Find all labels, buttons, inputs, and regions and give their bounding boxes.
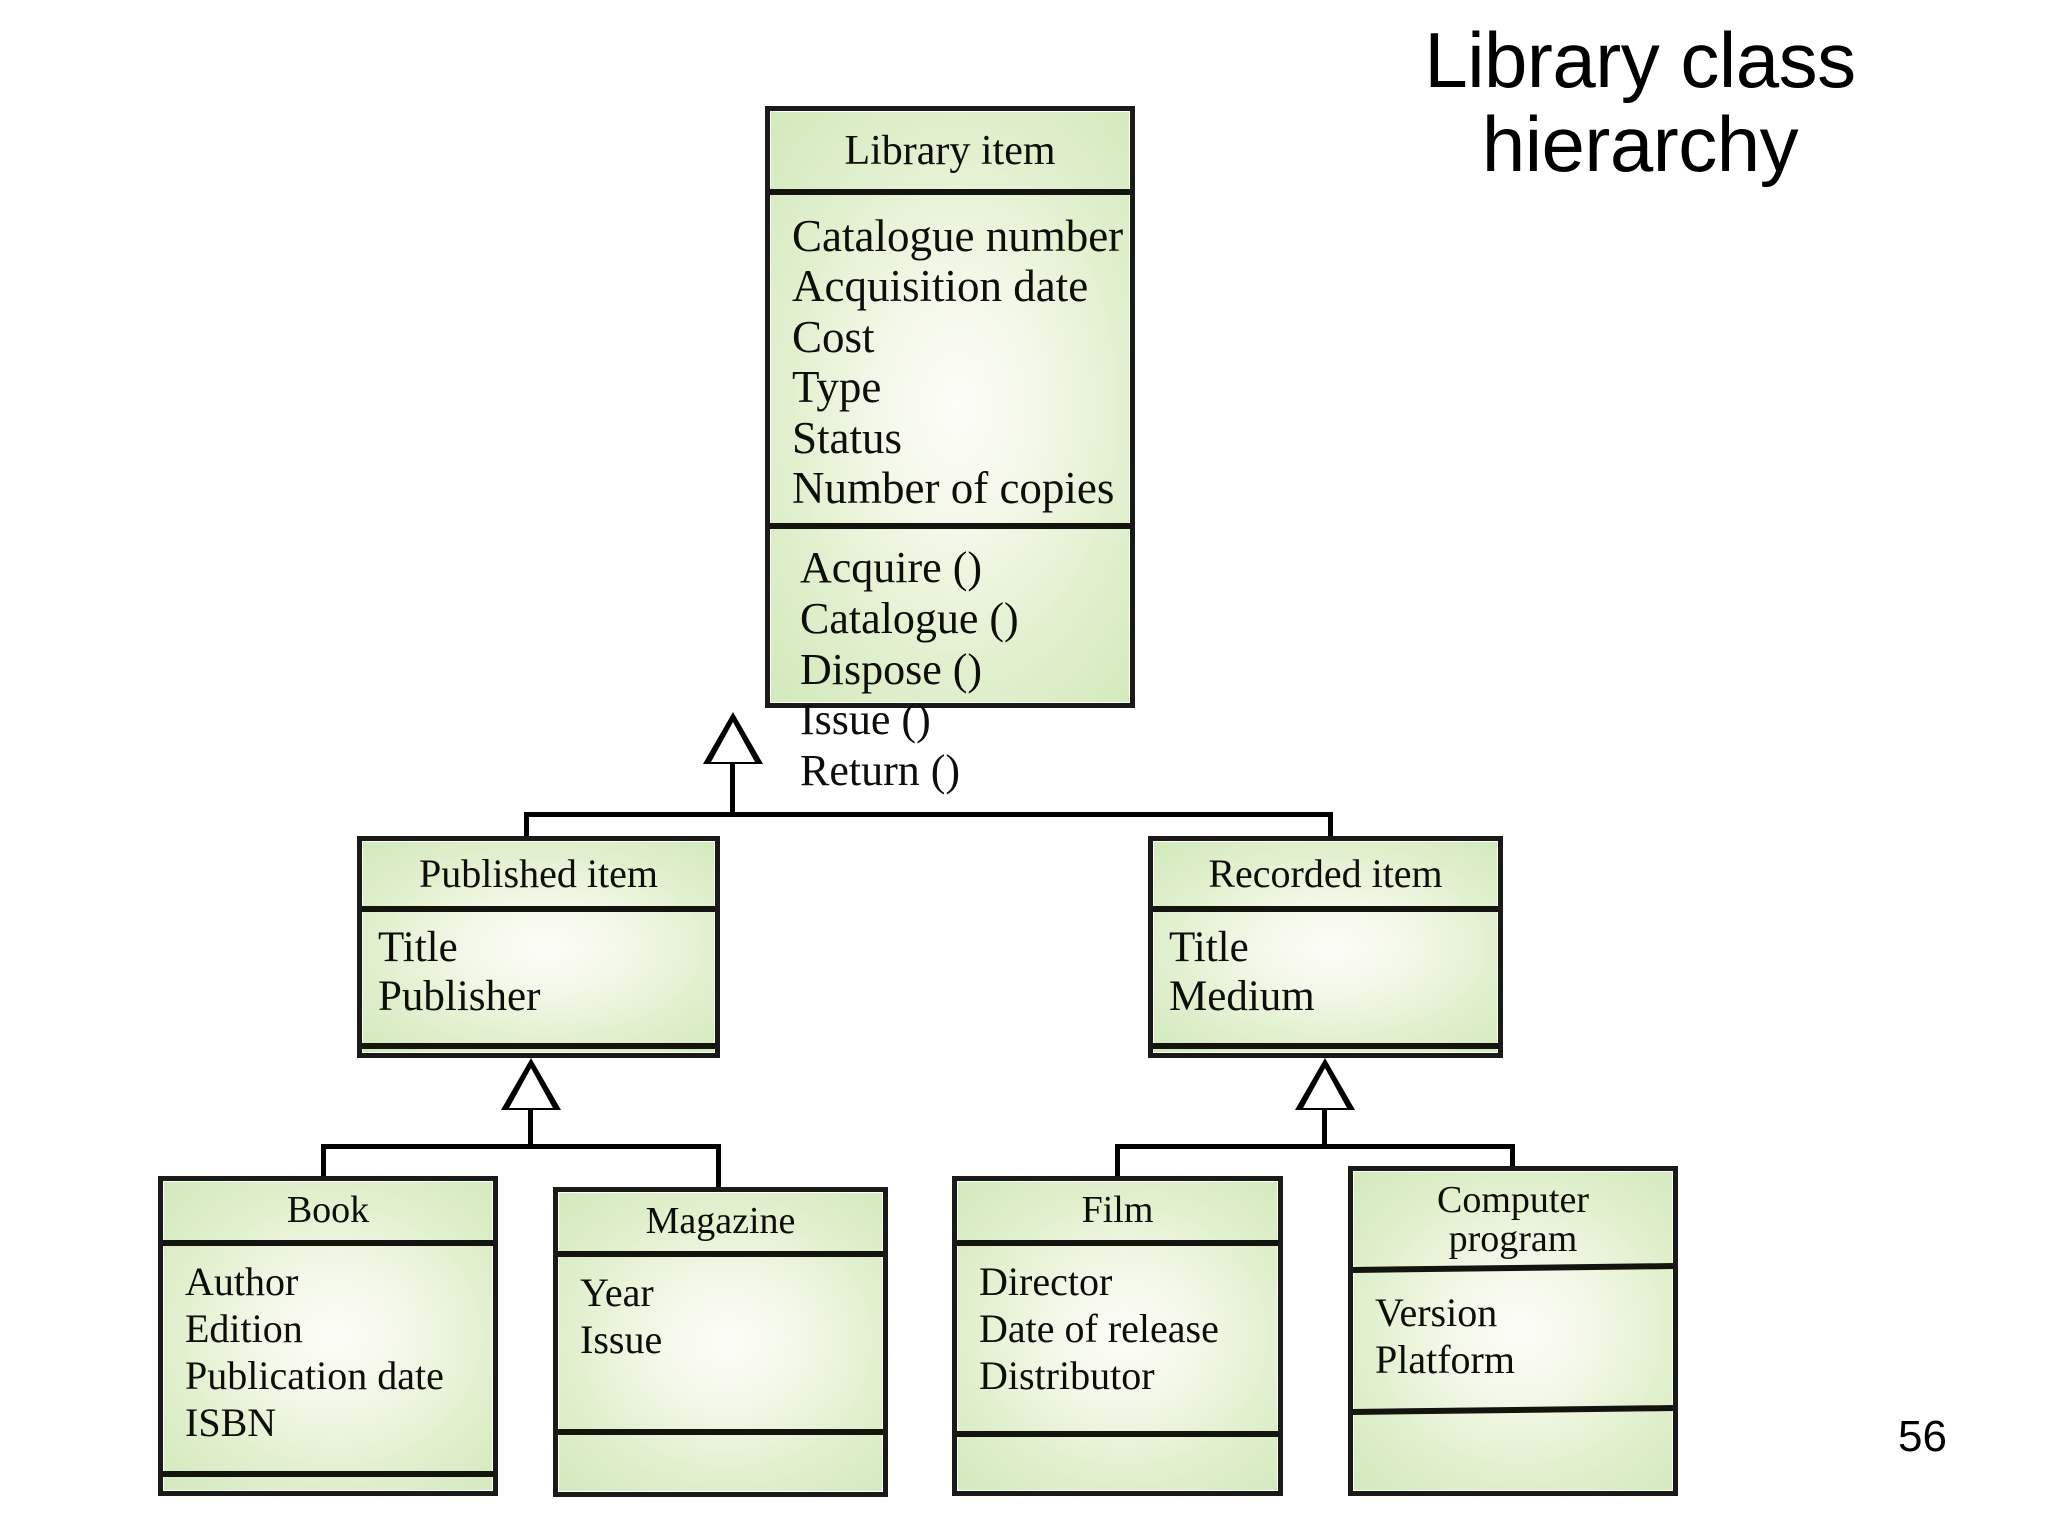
generalization-bar-library-item (524, 812, 1333, 817)
class-box-book[interactable]: Book Author Edition Publication date ISB… (158, 1176, 498, 1496)
attribute: Catalogue number (792, 211, 1124, 262)
class-attributes-film: Director Date of release Distributor (957, 1246, 1278, 1408)
generalization-drop-magazine (716, 1144, 721, 1194)
class-name-computer-program: Computer program (1437, 1179, 1589, 1260)
attribute: Type (792, 362, 882, 413)
attribute: Cost (792, 311, 875, 362)
class-divider (770, 189, 1130, 196)
operation: Return () (800, 745, 961, 795)
operation: Catalogue () (800, 594, 1019, 644)
attribute: Publisher (378, 972, 541, 1020)
generalization-drop-book (321, 1144, 326, 1186)
generalization-drop-computer-program (1510, 1144, 1515, 1176)
attribute: Number of copies (792, 463, 1115, 514)
attribute: Distributor (979, 1353, 1155, 1399)
class-divider (558, 1250, 883, 1257)
class-attributes-recorded-item: Title Medium (1153, 912, 1498, 1029)
generalization-arrow-published-item-inner (509, 1068, 553, 1108)
class-divider (558, 1429, 883, 1436)
class-operations-computer-program (1353, 1413, 1673, 1497)
class-divider (163, 1239, 493, 1246)
class-name-published-item: Published item (419, 851, 658, 896)
attribute: Medium (1169, 972, 1315, 1020)
attribute: Title (1169, 924, 1249, 971)
generalization-bar-published-item (321, 1144, 721, 1149)
attribute: Edition (185, 1306, 303, 1352)
generalization-stem-recorded-item (1322, 1108, 1327, 1148)
generalization-stem-library-item (730, 762, 735, 816)
class-name-film: Film (1081, 1189, 1154, 1231)
class-divider (163, 1470, 493, 1477)
class-box-computer-program[interactable]: Computer program Version Platform (1348, 1166, 1678, 1496)
class-divider (1153, 906, 1498, 912)
attribute: Year (580, 1269, 654, 1315)
class-divider (770, 523, 1130, 530)
class-attributes-computer-program: Version Platform (1353, 1271, 1673, 1391)
operation: Dispose () (800, 644, 983, 694)
class-name-recorded-item: Recorded item (1208, 851, 1443, 896)
generalization-arrow-library-item-inner (711, 722, 755, 762)
operation: Issue () (800, 695, 931, 745)
attribute: Acquisition date (792, 261, 1089, 312)
class-attributes-published-item: Title Publisher (362, 912, 715, 1029)
generalization-drop-film (1115, 1144, 1120, 1186)
class-operations-book (163, 1477, 493, 1521)
attribute: Status (792, 412, 903, 463)
page-title: Library class hierarchy (1424, 16, 1856, 189)
class-box-film[interactable]: Film Director Date of release Distributo… (952, 1176, 1283, 1496)
attribute: ISBN (185, 1400, 277, 1446)
class-operations-magazine (558, 1435, 883, 1515)
attribute: Issue (580, 1317, 663, 1363)
class-name-magazine: Magazine (645, 1200, 796, 1242)
class-box-magazine[interactable]: Magazine Year Issue (553, 1187, 888, 1497)
class-divider (362, 1043, 715, 1050)
attribute: Author (185, 1258, 299, 1304)
attribute: Platform (1375, 1336, 1515, 1382)
generalization-arrow-recorded-item-inner (1303, 1068, 1347, 1108)
class-operations-library-item: Acquire () Catalogue () Dispose () Issue… (770, 529, 1130, 806)
class-name-library-item: Library item (844, 128, 1056, 174)
class-attributes-magazine: Year Issue (558, 1257, 883, 1371)
attribute: Date of release (979, 1306, 1219, 1352)
attribute: Version (1375, 1289, 1498, 1335)
page-number: 56 (1898, 1412, 1947, 1461)
class-box-library-item[interactable]: Library item Catalogue number Acquisitio… (765, 106, 1135, 795)
class-divider (957, 1431, 1278, 1438)
attribute: Title (378, 924, 458, 971)
class-divider (957, 1239, 1278, 1246)
class-divider (1153, 1043, 1498, 1050)
attribute: Director (979, 1258, 1113, 1304)
operation: Acquire () (800, 543, 983, 593)
class-operations-published-item (362, 1049, 715, 1091)
class-attributes-library-item: Catalogue number Acquisition date Cost T… (770, 195, 1130, 523)
class-name-book: Book (286, 1189, 370, 1231)
class-divider (362, 906, 715, 912)
generalization-stem-published-item (528, 1108, 533, 1148)
class-box-recorded-item[interactable]: Recorded item Title Medium (1148, 836, 1503, 1058)
class-box-published-item[interactable]: Published item Title Publisher (357, 836, 720, 1058)
class-attributes-book: Author Edition Publication date ISBN (163, 1246, 493, 1455)
class-operations-recorded-item (1153, 1049, 1498, 1091)
generalization-bar-recorded-item (1115, 1144, 1515, 1149)
class-operations-film (957, 1437, 1278, 1513)
attribute: Publication date (185, 1353, 444, 1399)
